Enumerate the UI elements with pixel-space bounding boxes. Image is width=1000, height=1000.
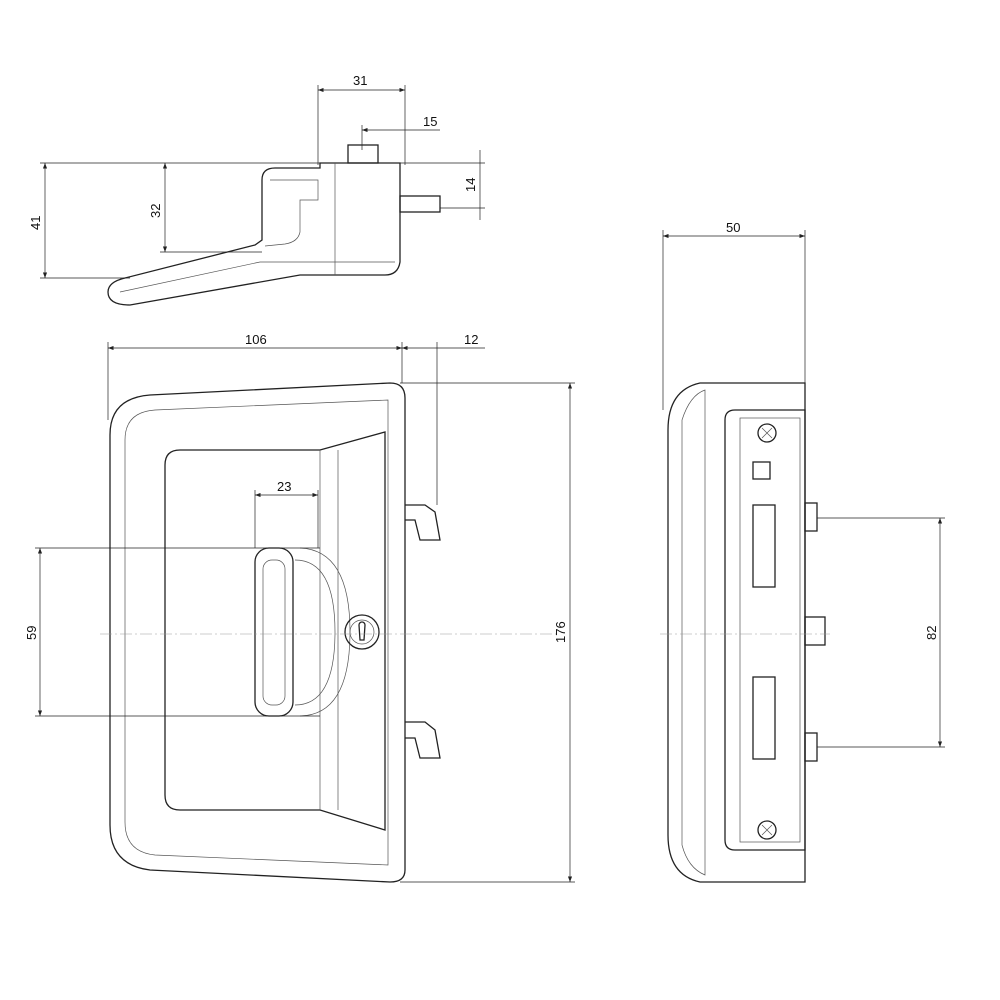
dim-15: 15 xyxy=(423,114,437,129)
key-cylinder[interactable] xyxy=(344,614,380,650)
dim-59: 59 xyxy=(24,626,39,640)
dim-41: 41 xyxy=(28,216,43,230)
dimension-lines xyxy=(35,85,945,883)
key-cylinder-top xyxy=(347,144,379,164)
front-view xyxy=(100,382,560,883)
grip-recess xyxy=(254,547,294,717)
screw-top-icon xyxy=(757,423,777,443)
top-profile-view xyxy=(107,144,441,306)
latch-pin-top xyxy=(399,195,441,213)
latch-slot-upper xyxy=(752,504,776,588)
dim-23: 23 xyxy=(277,479,291,494)
dim-12: 12 xyxy=(464,332,478,347)
latch-slot-lower xyxy=(752,676,776,760)
dim-32: 32 xyxy=(148,204,163,218)
dim-14: 14 xyxy=(463,178,478,192)
hook-upper xyxy=(405,504,441,541)
dim-31: 31 xyxy=(353,73,367,88)
dim-82: 82 xyxy=(924,626,939,640)
dim-176: 176 xyxy=(553,621,568,643)
dimension-labels: 31 15 14 41 32 106 12 23 59 176 50 82 xyxy=(24,73,939,643)
keyhole-icon xyxy=(358,621,366,641)
dim-50: 50 xyxy=(726,220,740,235)
screw-bottom-icon xyxy=(757,820,777,840)
dim-106: 106 xyxy=(245,332,267,347)
side-view xyxy=(660,382,830,883)
hook-lower xyxy=(405,721,441,759)
